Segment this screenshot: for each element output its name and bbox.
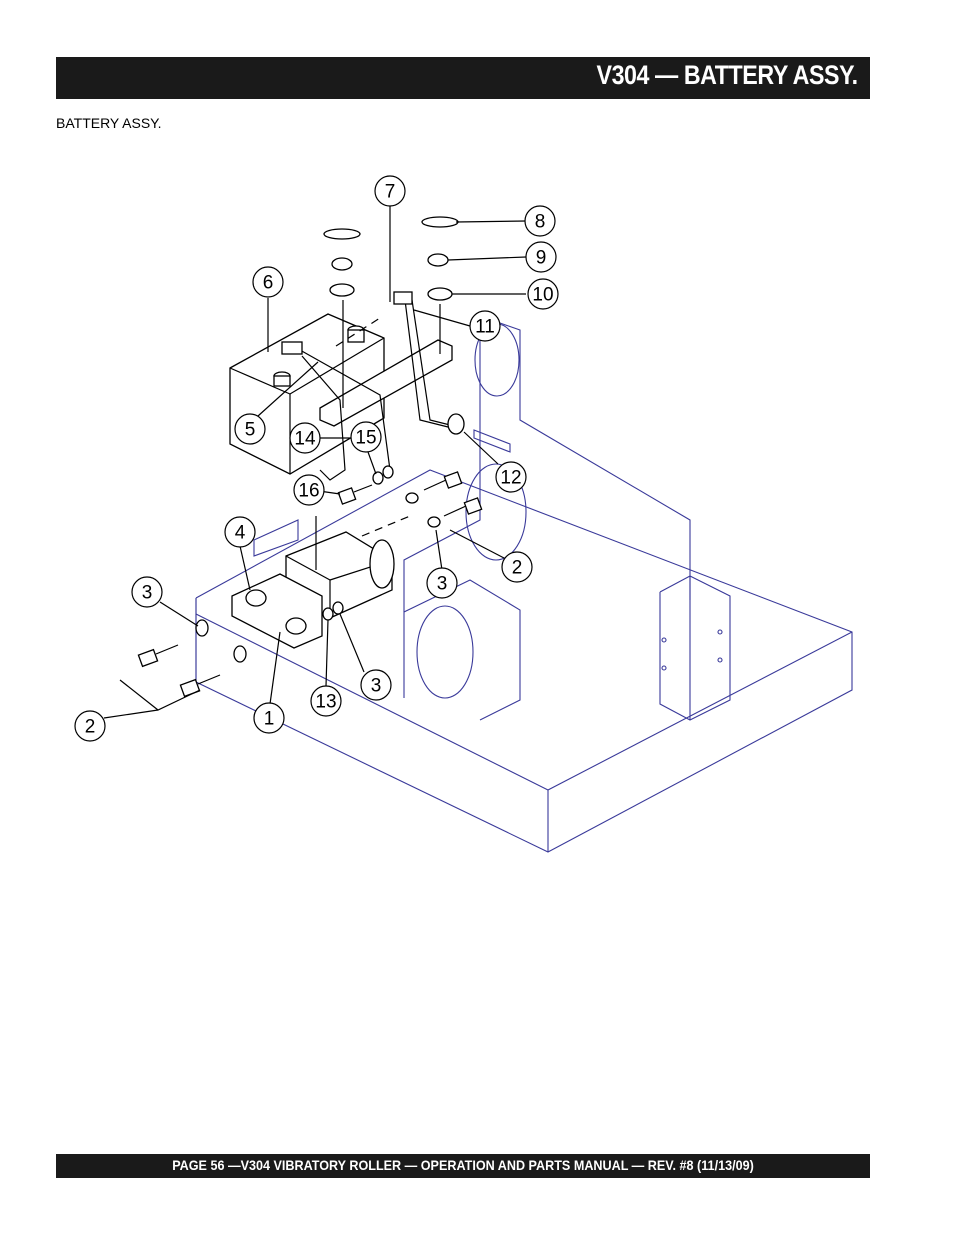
footer-bar: PAGE 56 —V304 VIBRATORY ROLLER — OPERATI…: [56, 1154, 870, 1178]
section-subtitle: BATTERY ASSY.: [56, 115, 162, 131]
hold-down-bar: [319, 300, 453, 427]
callout-6: 6: [252, 266, 284, 298]
svg-text:2: 2: [512, 558, 523, 579]
svg-text:7: 7: [385, 182, 396, 203]
mounting-bracket: [231, 573, 323, 649]
svg-text:4: 4: [235, 523, 246, 544]
svg-text:15: 15: [355, 428, 376, 449]
callout-3-bottom: 3: [360, 669, 392, 701]
svg-text:8: 8: [535, 212, 546, 233]
battery: [229, 313, 385, 475]
svg-text:3: 3: [437, 574, 448, 595]
svg-text:11: 11: [475, 317, 495, 338]
callout-16: 16: [293, 474, 325, 506]
fasteners-top: [323, 216, 459, 301]
header-bar: V304 — BATTERY ASSY.: [56, 57, 870, 99]
callout-14: 14: [289, 422, 321, 454]
svg-text:2: 2: [85, 717, 96, 738]
callout-11: 11: [469, 310, 501, 342]
callout-1: 1: [253, 702, 285, 734]
svg-text:16: 16: [298, 481, 319, 502]
callout-12: 12: [495, 461, 527, 493]
battery-assembly-diagram: 7 8 9 10 11 6 5 14 15 16 12 2 3 4 3 3 13…: [74, 175, 853, 853]
callout-4: 4: [224, 516, 256, 548]
callout-3-middle: 3: [426, 567, 458, 599]
svg-text:1: 1: [264, 709, 275, 730]
callout-15: 15: [350, 421, 382, 453]
svg-text:3: 3: [142, 583, 153, 604]
svg-text:13: 13: [315, 692, 336, 713]
callout-7: 7: [374, 175, 406, 207]
bolts: [137, 413, 483, 698]
callout-13: 13: [310, 685, 342, 717]
svg-text:12: 12: [500, 468, 521, 489]
page-title: V304 — BATTERY ASSY.: [596, 60, 859, 90]
callout-2-left: 2: [74, 710, 106, 742]
footer-text: PAGE 56 —V304 VIBRATORY ROLLER — OPERATI…: [172, 1157, 754, 1173]
svg-text:3: 3: [371, 676, 382, 697]
callout-3-left: 3: [131, 576, 163, 608]
callout-10: 10: [527, 278, 559, 310]
callout-8: 8: [524, 205, 556, 237]
callout-9: 9: [525, 241, 557, 273]
leader-lines: [103, 206, 527, 719]
callout-2-right: 2: [501, 551, 533, 583]
callout-5: 5: [234, 413, 266, 445]
svg-text:6: 6: [263, 273, 274, 294]
svg-text:14: 14: [294, 429, 316, 450]
svg-text:10: 10: [532, 285, 553, 306]
svg-text:5: 5: [245, 420, 256, 441]
battery-cables: [281, 291, 463, 481]
svg-text:9: 9: [536, 248, 547, 269]
